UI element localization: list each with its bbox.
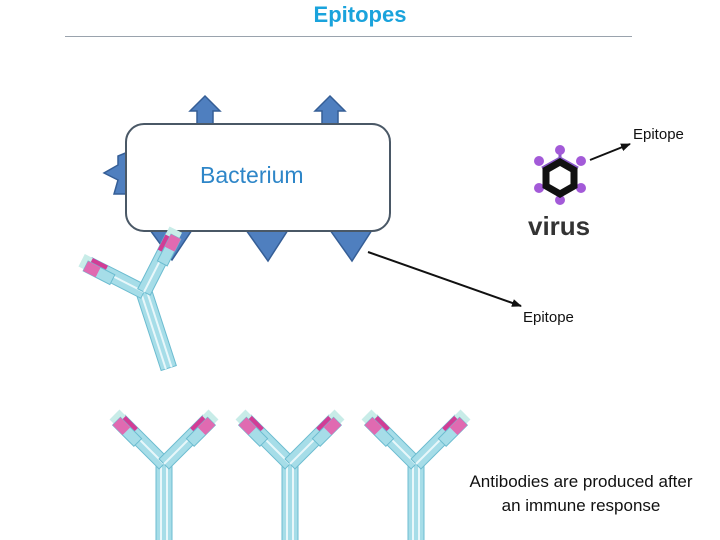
page-title: Epitopes: [313, 2, 407, 27]
antibody-caption: Antibodies are produced after an immune …: [452, 470, 710, 518]
bacterium-epitope-pointer: [367, 251, 522, 307]
bacterium-label: Bacterium: [200, 162, 304, 188]
virus-label: virus: [528, 211, 590, 241]
caption-line-2: an immune response: [501, 496, 661, 515]
antibody-1: [108, 408, 220, 540]
bacterium-epitope-label: Epitope: [523, 309, 574, 326]
epitope-triangle-3: [328, 229, 374, 263]
virus-icon: virus: [528, 145, 590, 241]
antibody-bound: [74, 222, 222, 386]
epitope-triangle-2: [244, 229, 290, 263]
epitope-star: [102, 150, 129, 195]
bacterium-body: [125, 123, 391, 232]
bacterium: Bacterium: [102, 94, 391, 263]
virus-epitope-pointer: [589, 143, 631, 161]
virus-epitope-label: Epitope: [633, 126, 684, 143]
antibody-2: [234, 408, 346, 540]
epitope-arrow-left: [188, 94, 222, 127]
epitope-arrow-right: [313, 94, 347, 127]
title-divider: [65, 36, 632, 37]
caption-line-1: Antibodies are produced after: [469, 472, 693, 491]
